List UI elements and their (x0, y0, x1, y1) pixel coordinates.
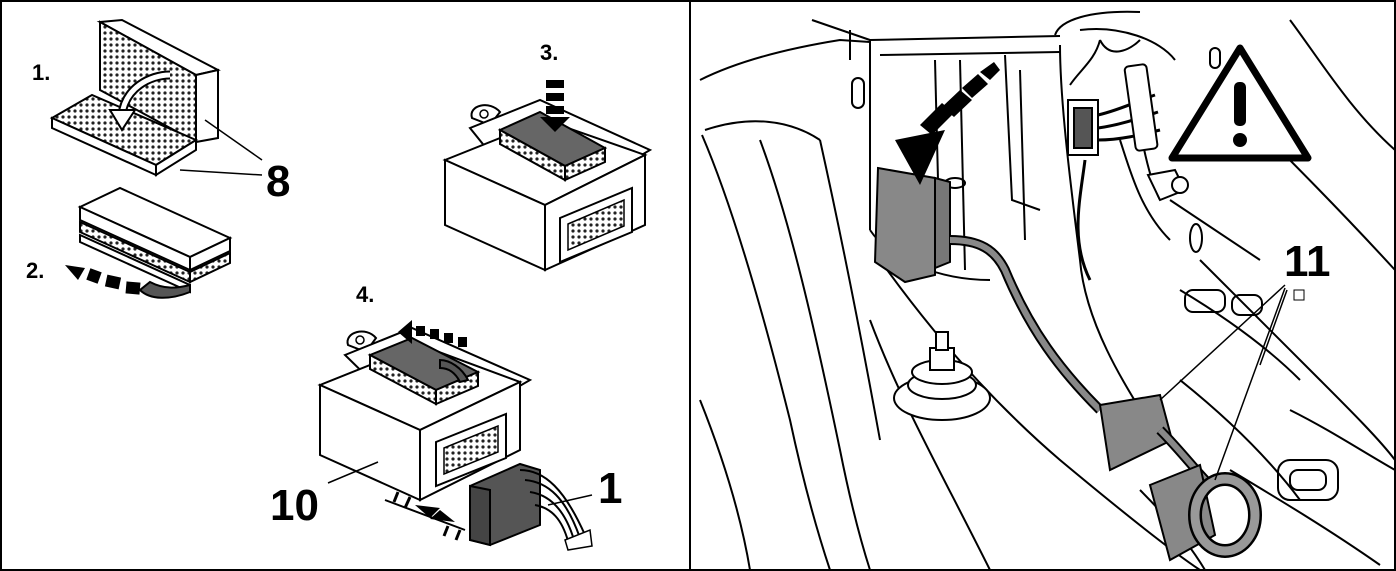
wall-details (851, 47, 1339, 501)
callout-11-leaders (1159, 284, 1288, 481)
left-panel: 1. 2. 3. 4. 8 10 1 (26, 18, 653, 551)
module-attach-illustration (442, 80, 653, 272)
peel-backing-illustration (65, 186, 233, 299)
velcro-pads-illustration (49, 18, 263, 177)
mounting-bolt (893, 331, 991, 421)
right-panel: 11 (699, 10, 1396, 571)
step-1-label: 1. (32, 60, 50, 85)
callout-10-label: 10 (270, 481, 319, 530)
callout-11-label: 11 (1284, 237, 1331, 286)
connector-plug-illustration (317, 320, 593, 551)
callout-1-label: 1 (598, 464, 622, 513)
warning-triangle-icon (1168, 44, 1312, 162)
wiring-harness (873, 39, 1262, 562)
callout-8-label: 8 (266, 157, 290, 206)
arrow-down-left-icon (895, 62, 1000, 185)
step-2-label: 2. (26, 258, 44, 283)
step-3-label: 3. (540, 40, 558, 65)
step-4-label: 4. (356, 282, 374, 307)
